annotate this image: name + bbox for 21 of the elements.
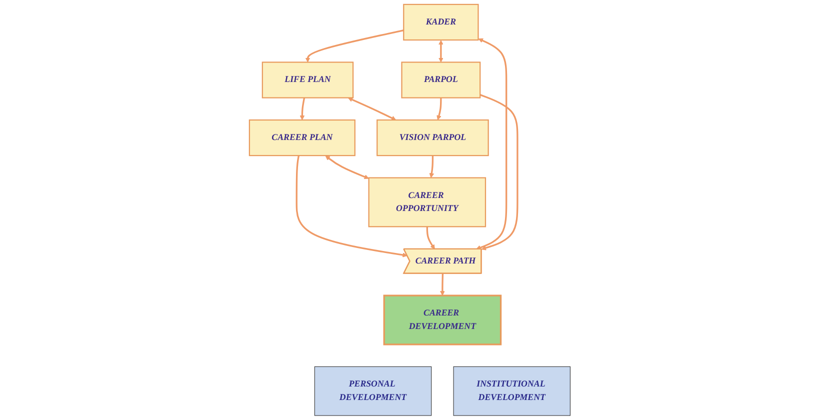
arrow — [428, 156, 434, 178]
arrow — [438, 40, 444, 62]
node-box: KADER — [402, 4, 478, 41]
arrow — [479, 94, 518, 250]
node-box: PERSONAL DEVELOPMENT — [314, 366, 432, 416]
node-box: LIFE PLAN — [262, 62, 354, 98]
arrow — [295, 155, 408, 258]
node-box: CAREER OPPORTUNITY — [368, 177, 486, 228]
arrow — [304, 30, 404, 62]
arrow — [476, 38, 507, 250]
node-box: VISION PARPOL — [376, 119, 489, 156]
arrow — [440, 274, 445, 296]
node-box: CAREER PLAN — [248, 119, 356, 156]
node-box: PARPOL — [400, 62, 480, 98]
arrow — [299, 98, 305, 120]
arrow — [426, 226, 435, 250]
arrow — [348, 97, 396, 120]
arrow — [324, 155, 369, 180]
node-box: CAREER DEVELOPMENT — [382, 294, 502, 346]
arrow — [436, 98, 442, 120]
node-box: INSTITUTIONAL DEVELOPMENT — [452, 366, 570, 416]
